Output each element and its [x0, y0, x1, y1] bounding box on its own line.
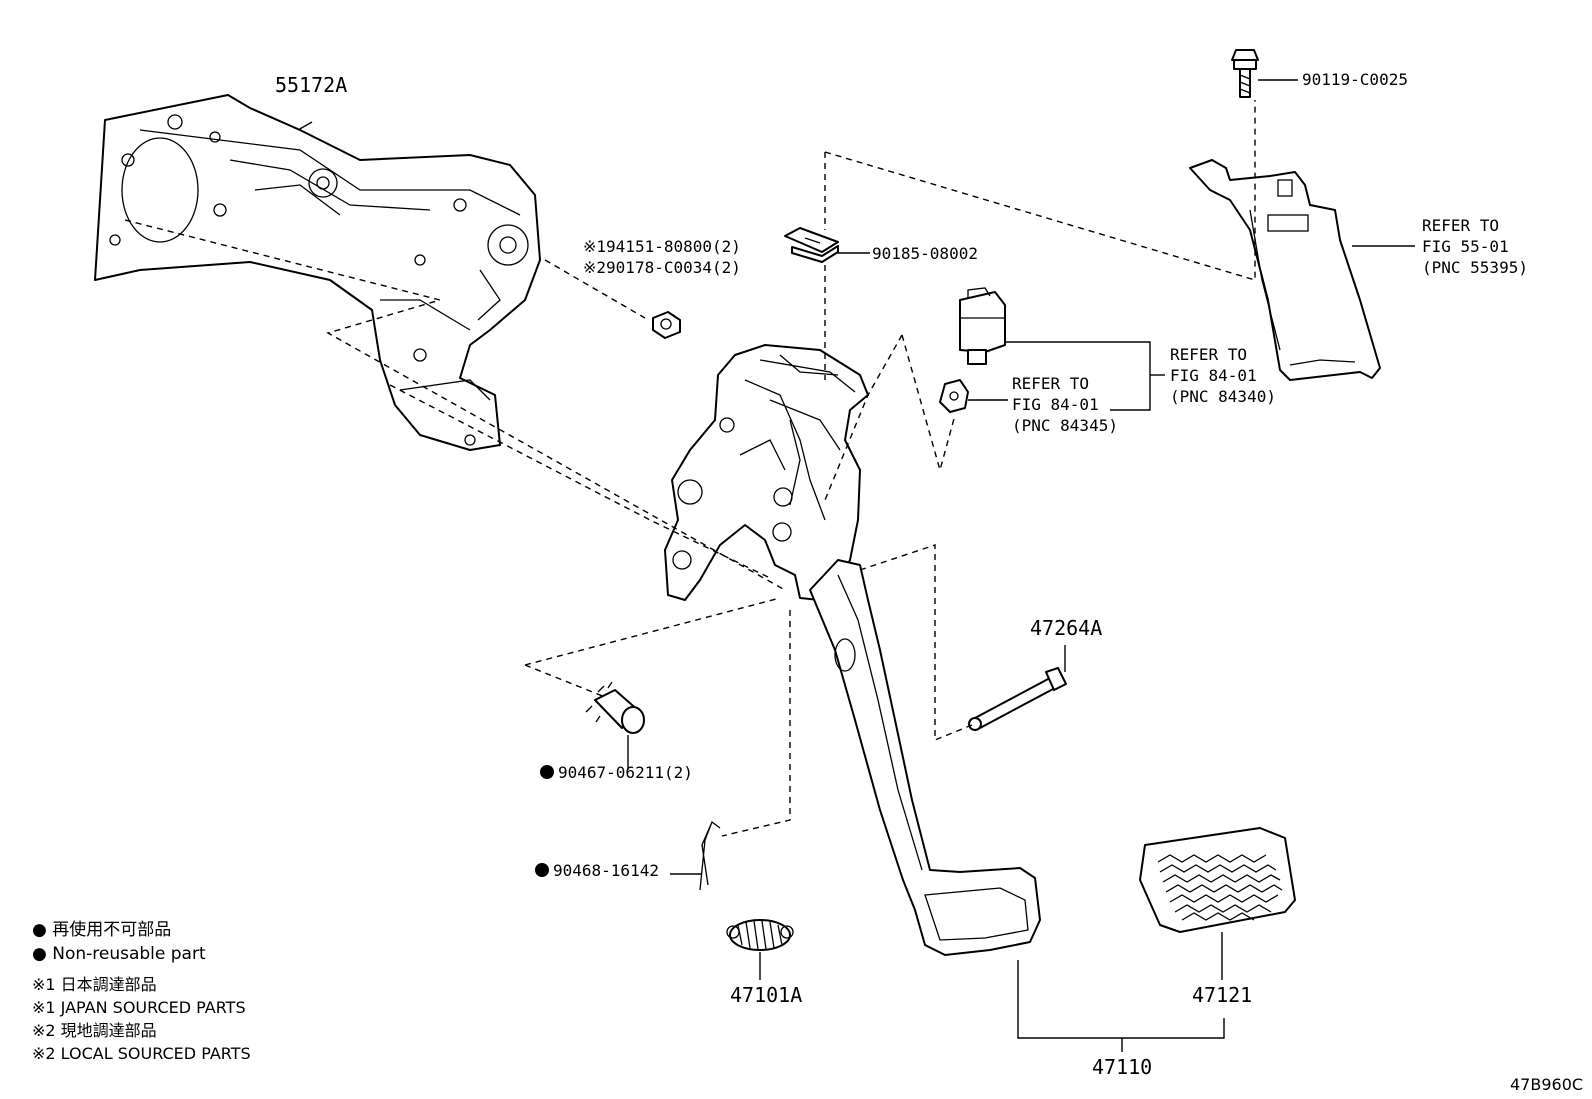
label-55172a: 55172A: [275, 73, 347, 97]
assembly-guide-lines: [124, 100, 1256, 837]
label-refer-84340-line3: (PNC 84340): [1170, 387, 1276, 406]
brake-pedal-arm[interactable]: [809, 559, 1041, 956]
pedal-shaft[interactable]: [968, 667, 1067, 731]
legend-line-4: ※1 JAPAN SOURCED PARTS: [32, 998, 246, 1017]
pedal-support-bracket[interactable]: [94, 94, 541, 451]
diagram-code: 47B960C: [1510, 1075, 1583, 1094]
label-note-94151: ※194151-80800(2): [583, 237, 741, 256]
legend-line-1: ● 再使用不可部品: [32, 919, 171, 940]
label-refer-55-line3: (PNC 55395): [1422, 258, 1528, 277]
label-90467: 90467-06211(2): [558, 763, 693, 782]
label-refer-55-line1: REFER TO: [1422, 216, 1499, 235]
legend: ● 再使用不可部品 ● Non-reusable part ※1 日本調達部品 …: [32, 919, 251, 1063]
legend-line-2: ● Non-reusable part: [32, 944, 206, 964]
pedal-pad[interactable]: [1139, 827, 1296, 933]
label-47101a: 47101A: [730, 983, 802, 1007]
label-47121: 47121: [1192, 983, 1252, 1007]
label-90468: 90468-16142: [553, 861, 659, 880]
label-47264a: 47264A: [1030, 616, 1102, 640]
pedal-bushing[interactable]: [585, 681, 645, 734]
label-47110: 47110: [1092, 1055, 1152, 1079]
label-refer-84340-line2: FIG 84-01: [1170, 366, 1257, 385]
non-reusable-mark-90467: [540, 765, 554, 779]
upper-bracket[interactable]: [1189, 159, 1381, 381]
flange-bolt[interactable]: [1231, 49, 1259, 98]
legend-line-3: ※1 日本調達部品: [32, 975, 157, 994]
hex-nut[interactable]: [652, 311, 681, 339]
retaining-clip[interactable]: [699, 820, 721, 891]
label-refer-84345-line2: FIG 84-01: [1012, 395, 1099, 414]
legend-line-6: ※2 LOCAL SOURCED PARTS: [32, 1044, 251, 1063]
legend-line-5: ※2 現地調達部品: [32, 1021, 157, 1040]
label-90185: 90185-08002: [872, 244, 978, 263]
stop-lamp-switch[interactable]: [959, 287, 1006, 365]
label-refer-55-line2: FIG 55-01: [1422, 237, 1509, 256]
leader-lines: [297, 79, 1415, 1052]
non-reusable-mark-90468: [535, 863, 549, 877]
label-refer-84345-line1: REFER TO: [1012, 374, 1089, 393]
label-refer-84340-line1: REFER TO: [1170, 345, 1247, 364]
return-spring[interactable]: [726, 919, 794, 951]
switch-cushion[interactable]: [939, 379, 969, 413]
label-refer-84345-line3: (PNC 84345): [1012, 416, 1118, 435]
pedal-bracket-assembly[interactable]: [664, 344, 869, 601]
label-note-90178: ※290178-C0034(2): [583, 258, 741, 277]
label-90119: 90119-C0025: [1302, 70, 1408, 89]
clip-nut[interactable]: [784, 227, 839, 263]
